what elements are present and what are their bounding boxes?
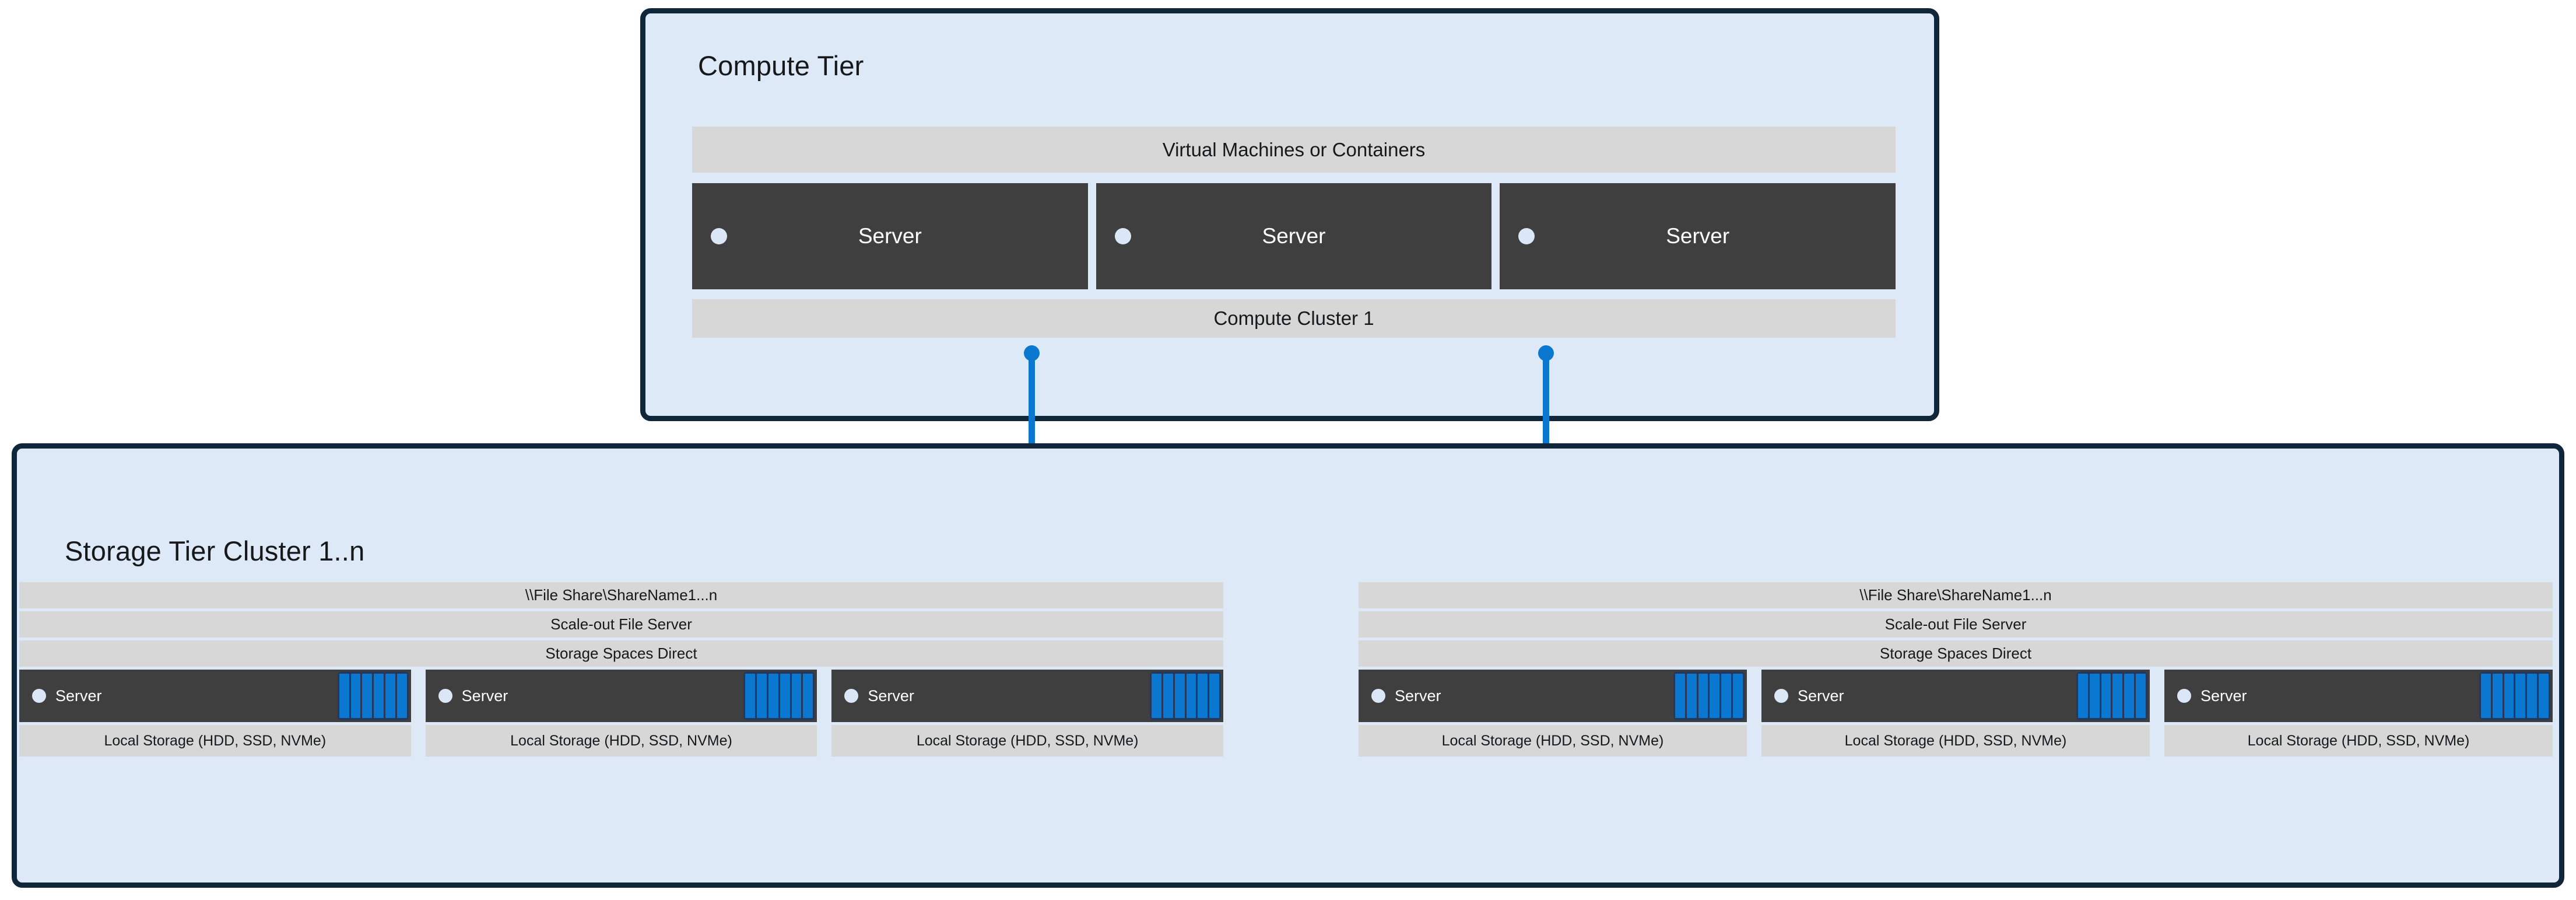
storage-node-6-body[interactable]: Server	[2164, 670, 2553, 722]
storage-node-5-label: Server	[1798, 687, 1844, 705]
power-indicator-icon	[32, 689, 46, 703]
disk-array-icon	[1150, 671, 1222, 720]
storage-node-row: Server Local Storage (HDD, SSD, NVMe) Se…	[1359, 670, 2553, 757]
power-indicator-icon	[1371, 689, 1385, 703]
disk-array-icon	[2076, 671, 2147, 720]
compute-cluster-band: Compute Cluster 1	[692, 299, 1896, 338]
power-indicator-icon	[1774, 689, 1788, 703]
disk-array-icon	[1673, 671, 1745, 720]
storage-node-5[interactable]: Server Local Storage (HDD, SSD, NVMe)	[1761, 670, 2150, 757]
disk-array-icon	[743, 671, 815, 720]
storage-node-1[interactable]: Server Local Storage (HDD, SSD, NVMe)	[19, 670, 411, 757]
storage-node-3[interactable]: Server Local Storage (HDD, SSD, NVMe)	[831, 670, 1224, 757]
connector-line	[1543, 353, 1549, 470]
compute-server-1[interactable]: Server	[692, 183, 1088, 289]
power-indicator-icon	[438, 689, 452, 703]
file-share-band: \\File Share\ShareName1...n	[19, 582, 1223, 608]
storage-node-4-footer: Local Storage (HDD, SSD, NVMe)	[1359, 725, 1747, 757]
disk-array-icon	[337, 671, 409, 720]
compute-server-3[interactable]: Server	[1500, 183, 1896, 289]
storage-node-3-footer: Local Storage (HDD, SSD, NVMe)	[831, 725, 1224, 757]
power-indicator-icon	[1518, 228, 1535, 244]
storage-node-row: Server Local Storage (HDD, SSD, NVMe) Se…	[19, 670, 1224, 757]
compute-server-1-label: Server	[858, 224, 922, 248]
storage-node-2-label: Server	[461, 687, 508, 705]
compute-server-3-label: Server	[1666, 224, 1730, 248]
storage-cluster-right: \\File Share\ShareName1...n Scale-out Fi…	[1359, 582, 2553, 757]
storage-spaces-direct-band: Storage Spaces Direct	[1359, 640, 2553, 667]
storage-node-4[interactable]: Server Local Storage (HDD, SSD, NVMe)	[1359, 670, 1747, 757]
power-indicator-icon	[844, 689, 859, 703]
storage-node-6-label: Server	[2201, 687, 2247, 705]
virtual-machines-band: Virtual Machines or Containers	[692, 127, 1896, 173]
storage-node-2-body[interactable]: Server	[425, 670, 817, 722]
storage-node-2[interactable]: Server Local Storage (HDD, SSD, NVMe)	[425, 670, 817, 757]
storage-node-6[interactable]: Server Local Storage (HDD, SSD, NVMe)	[2164, 670, 2553, 757]
storage-node-1-label: Server	[55, 687, 102, 705]
compute-server-2[interactable]: Server	[1096, 183, 1492, 289]
file-share-band: \\File Share\ShareName1...n	[1359, 582, 2553, 608]
disk-array-icon	[2479, 671, 2550, 720]
connector-line	[1029, 353, 1035, 470]
storage-node-5-footer: Local Storage (HDD, SSD, NVMe)	[1761, 725, 2150, 757]
compute-tier-container: Compute Tier Virtual Machines or Contain…	[640, 8, 1939, 421]
power-indicator-icon	[2177, 689, 2191, 703]
storage-node-1-footer: Local Storage (HDD, SSD, NVMe)	[19, 725, 411, 757]
compute-tier-title: Compute Tier	[698, 50, 864, 81]
storage-node-4-body[interactable]: Server	[1359, 670, 1747, 722]
storage-node-4-label: Server	[1395, 687, 1441, 705]
scale-out-file-server-band: Scale-out File Server	[19, 611, 1223, 638]
power-indicator-icon	[1114, 228, 1131, 244]
storage-tier-title: Storage Tier Cluster 1..n	[65, 535, 365, 566]
storage-cluster-left: \\File Share\ShareName1...n Scale-out Fi…	[19, 582, 1224, 757]
storage-node-2-footer: Local Storage (HDD, SSD, NVMe)	[425, 725, 817, 757]
compute-server-row: Server Server Server	[692, 183, 1896, 289]
storage-node-6-footer: Local Storage (HDD, SSD, NVMe)	[2164, 725, 2553, 757]
scale-out-file-server-band: Scale-out File Server	[1359, 611, 2553, 638]
power-indicator-icon	[711, 228, 727, 244]
storage-node-3-label: Server	[868, 687, 914, 705]
storage-spaces-direct-band: Storage Spaces Direct	[19, 640, 1223, 667]
compute-server-2-label: Server	[1262, 224, 1326, 248]
storage-node-1-body[interactable]: Server	[19, 670, 411, 722]
storage-node-5-body[interactable]: Server	[1761, 670, 2150, 722]
storage-node-3-body[interactable]: Server	[831, 670, 1224, 722]
